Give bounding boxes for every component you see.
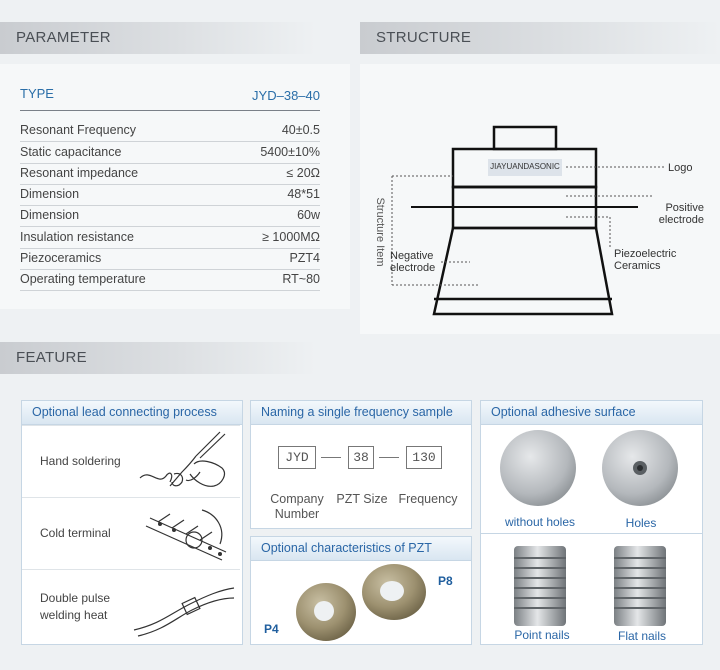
type-value: JYD–38–40 bbox=[252, 88, 320, 103]
adhesive-label-holes: Holes bbox=[625, 516, 657, 530]
pzt-card: Optional characteristics of PZT bbox=[250, 536, 472, 645]
pzt-p8-label: P8 bbox=[438, 574, 453, 588]
brand-logo-text: JIAYUANDASONIC bbox=[490, 162, 560, 171]
lead-item-double-pulse: Double pulse welding heat bbox=[22, 569, 240, 645]
param-row: Resonant Frequency 40±0.5 bbox=[20, 120, 320, 142]
pzt-card-title: Optional characteristics of PZT bbox=[251, 537, 471, 561]
structure-panel bbox=[360, 64, 720, 334]
param-row: Static capacitance 5400±10% bbox=[20, 142, 320, 164]
lead-item-hand-soldering: Hand soldering bbox=[22, 425, 240, 498]
adhesive-label-without-holes: without holes bbox=[504, 515, 576, 529]
param-label: Dimension bbox=[20, 208, 80, 222]
code-box-size: 38 bbox=[348, 446, 374, 469]
param-value: RT~80 bbox=[282, 272, 320, 286]
type-label: TYPE bbox=[20, 86, 54, 101]
cold-terminal-icon bbox=[145, 509, 227, 561]
code-dash bbox=[379, 457, 399, 458]
param-row: Dimension 60w bbox=[20, 205, 320, 227]
parameter-panel bbox=[0, 64, 350, 309]
lead-item-label: Hand soldering bbox=[40, 454, 121, 468]
code-box-frequency: 130 bbox=[406, 446, 442, 469]
lead-item-label: Cold terminal bbox=[40, 526, 111, 540]
param-label: Resonant Frequency bbox=[20, 123, 137, 137]
param-row: Dimension 48*51 bbox=[20, 184, 320, 206]
param-value: 5400±10% bbox=[260, 145, 320, 159]
structure-item-label: Structure Item bbox=[374, 197, 386, 267]
param-value: ≥ 1000MΩ bbox=[262, 230, 320, 244]
parameter-heading: PARAMETER bbox=[0, 22, 316, 54]
param-label: Insulation resistance bbox=[20, 230, 134, 244]
adhesive-label-flat-nails: Flat nails bbox=[617, 629, 667, 643]
adhesive-card-title: Optional adhesive surface bbox=[481, 401, 702, 425]
piezo-ceramics-label: Piezoelectric Ceramics bbox=[614, 248, 677, 272]
lead-item-cold-terminal: Cold terminal bbox=[22, 497, 240, 570]
pzt-p4-label: P4 bbox=[264, 622, 279, 636]
lead-process-card: Optional lead connecting process Hand so… bbox=[21, 400, 243, 645]
param-row: Piezoceramics PZT4 bbox=[20, 248, 320, 270]
param-label: Dimension bbox=[20, 187, 80, 201]
param-label: Static capacitance bbox=[20, 145, 122, 159]
positive-electrode-label: Positive electrode bbox=[658, 202, 704, 226]
param-row: Resonant impedance ≤ 20Ω bbox=[20, 163, 320, 185]
structure-heading: STRUCTURE bbox=[360, 22, 720, 54]
pzt-rings-image bbox=[296, 564, 426, 641]
param-value: 40±0.5 bbox=[281, 123, 320, 137]
lead-card-title: Optional lead connecting process bbox=[22, 401, 242, 425]
lead-item-label: Double pulse welding heat bbox=[40, 591, 111, 622]
adhesive-surfaces-image bbox=[500, 430, 678, 626]
feature-heading: FEATURE bbox=[0, 342, 316, 374]
double-pulse-icon bbox=[133, 587, 235, 637]
param-value: 48*51 bbox=[287, 187, 320, 201]
param-value: ≤ 20Ω bbox=[286, 166, 320, 180]
code-label-frequency: Frequency bbox=[398, 492, 458, 506]
logo-label: Logo bbox=[668, 162, 693, 174]
param-value: PZT4 bbox=[289, 251, 320, 265]
adhesive-label-point-nails: Point nails bbox=[514, 628, 570, 642]
type-row: TYPE JYD–38–40 bbox=[20, 84, 320, 111]
code-box-company: JYD bbox=[278, 446, 316, 469]
hand-soldering-icon bbox=[139, 431, 226, 487]
negative-electrode-label: Negative electrode bbox=[390, 250, 436, 274]
param-row: Insulation resistance ≥ 1000MΩ bbox=[20, 227, 320, 249]
param-value: 60w bbox=[297, 208, 320, 222]
naming-card-title: Naming a single frequency sample bbox=[251, 401, 471, 425]
code-label-company: Company Number bbox=[270, 492, 324, 521]
param-label: Resonant impedance bbox=[20, 166, 139, 180]
param-row: Operating temperature RT~80 bbox=[20, 269, 320, 291]
code-dash bbox=[321, 457, 341, 458]
param-label: Operating temperature bbox=[20, 272, 146, 286]
code-label-size: PZT Size bbox=[336, 492, 388, 506]
param-label: Piezoceramics bbox=[20, 251, 102, 265]
adhesive-divider bbox=[481, 533, 702, 534]
